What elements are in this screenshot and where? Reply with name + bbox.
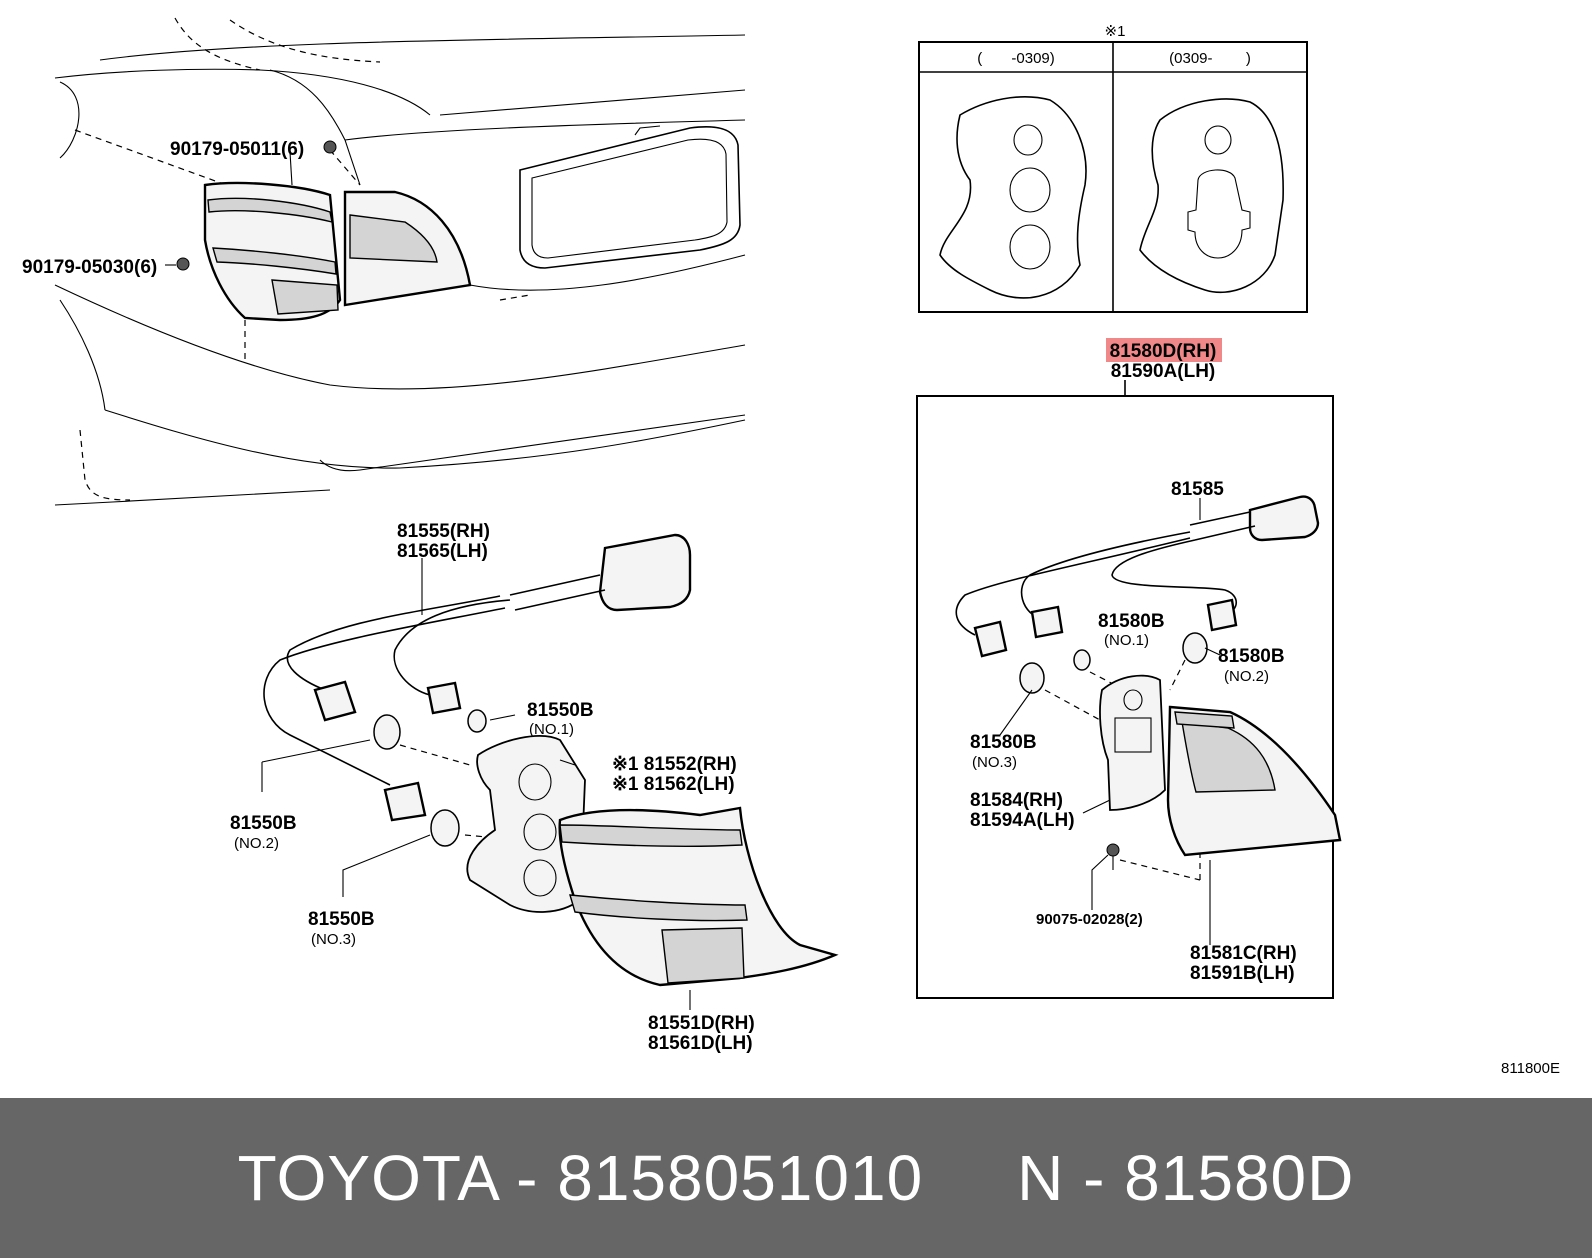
label-gasket-left-lh[interactable]: ※1 81562(LH): [612, 774, 735, 795]
part-number-banner: TOYOTA - 8158051010 N - 81580D: [0, 1098, 1592, 1258]
label-harness-left-rh[interactable]: 81555(RH): [397, 521, 490, 542]
left-lens-assembly: [558, 806, 839, 987]
assembly-label-rh[interactable]: 81580D(RH): [1110, 341, 1217, 362]
label-bulb-no2-right-sub: (NO.2): [1224, 668, 1269, 685]
right-wiring-harness: [955, 495, 1320, 881]
gasket-table-left-header: ( -0309): [977, 50, 1055, 67]
label-gasket-left-rh[interactable]: ※1 81552(RH): [612, 754, 737, 775]
figure-code: 811800E: [1501, 1060, 1560, 1077]
label-bulb-no1-left[interactable]: 81550B: [527, 700, 594, 721]
assembly-label-lh[interactable]: 81590A(LH): [1111, 361, 1216, 382]
label-nut-1[interactable]: 90179-05011(6): [170, 139, 304, 160]
assembly-label-highlight: [1106, 338, 1222, 362]
right-leader-lines: [999, 498, 1221, 945]
label-gasket-right-rh[interactable]: 81584(RH): [970, 790, 1063, 811]
label-bulb-no2-left-sub: (NO.2): [234, 835, 279, 852]
parts-diagram: ※1 ( -0309) (0309- ) 81580D(RH) 81590A(L…: [22, 17, 1560, 1077]
label-lens-right-rh[interactable]: 81581C(RH): [1190, 943, 1297, 964]
label-bulb-no2-right[interactable]: 81580B: [1218, 646, 1285, 667]
version-note-mark: ※1: [1105, 23, 1126, 40]
ref-prefix: N: [1017, 1142, 1065, 1214]
label-lens-right-lh[interactable]: 81591B(LH): [1190, 963, 1295, 984]
car-tail-lamp: [165, 140, 472, 322]
right-lens-assembly: [1106, 705, 1342, 870]
label-harness-right[interactable]: 81585: [1171, 479, 1224, 500]
brand-name: TOYOTA: [237, 1142, 498, 1214]
label-bulb-no1-right[interactable]: 81580B: [1098, 611, 1165, 632]
right-assembly-box: [916, 380, 1334, 999]
label-harness-left-lh[interactable]: 81565(LH): [397, 541, 488, 562]
label-gasket-right-lh[interactable]: 81594A(LH): [970, 810, 1075, 831]
left-gasket: [466, 735, 586, 913]
label-nut-2[interactable]: 90179-05030(6): [22, 257, 157, 278]
label-bulb-no3-right[interactable]: 81580B: [970, 732, 1037, 753]
part-number-text: TOYOTA - 8158051010 N - 81580D: [237, 1142, 1355, 1214]
label-bulb-no3-left-sub: (NO.3): [311, 931, 356, 948]
ref-code: 81580D: [1124, 1142, 1355, 1214]
label-bulb-no3-right-sub: (NO.3): [972, 754, 1017, 771]
left-leader-lines: [261, 558, 691, 1010]
label-screw-right[interactable]: 90075-02028(2): [1036, 911, 1143, 928]
gasket-variant-table: [918, 41, 1308, 313]
label-bulb-no1-right-sub: (NO.1): [1104, 632, 1149, 649]
label-bulb-no1-left-sub: (NO.1): [529, 721, 574, 738]
label-bulb-no3-left[interactable]: 81550B: [308, 909, 375, 930]
right-gasket: [1099, 674, 1166, 811]
label-lens-left-rh[interactable]: 81551D(RH): [648, 1013, 755, 1034]
left-wiring-harness: [263, 533, 692, 847]
car-body-drawing: [54, 17, 746, 506]
gasket-table-right-header: (0309- ): [1169, 50, 1251, 67]
label-lens-left-lh[interactable]: 81561D(LH): [648, 1033, 753, 1054]
label-bulb-no2-left[interactable]: 81550B: [230, 813, 297, 834]
part-number: 8158051010: [557, 1142, 924, 1214]
